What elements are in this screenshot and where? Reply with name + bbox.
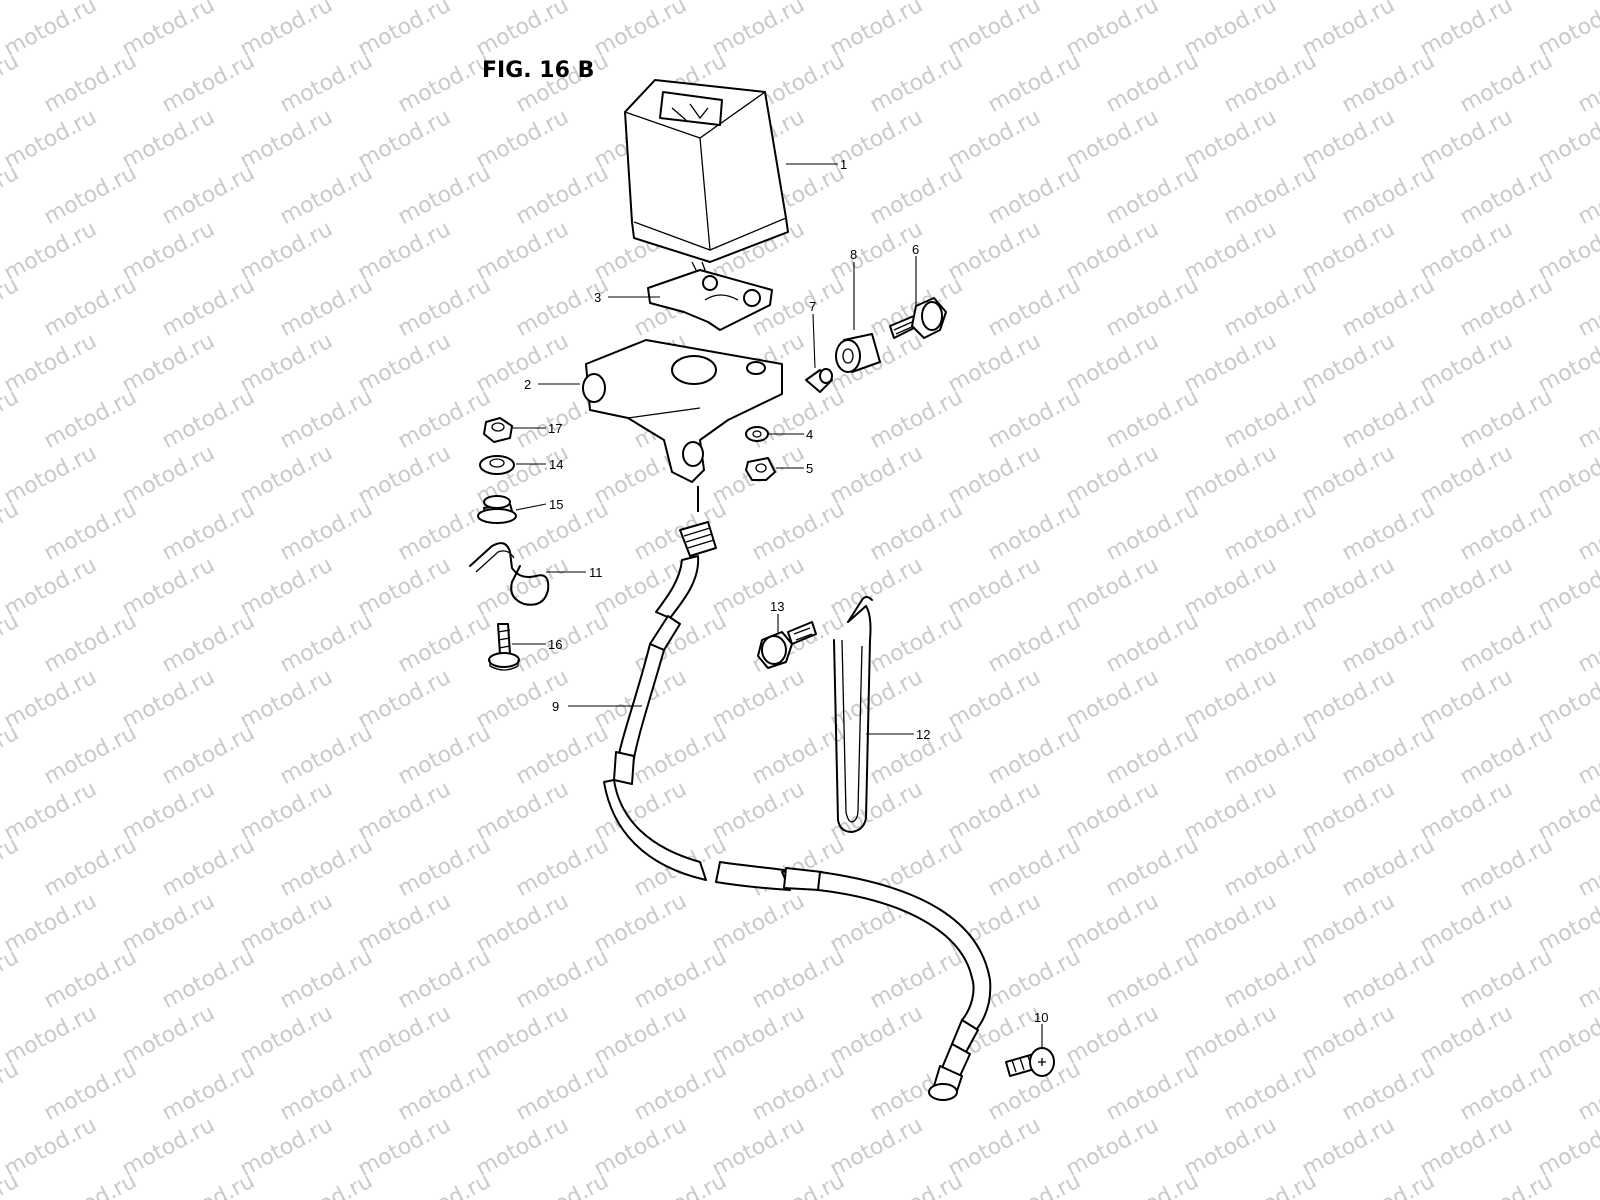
callout-8: 8 — [850, 247, 857, 262]
part-12-wire-clamp[interactable] — [833, 596, 873, 833]
callout-12: 12 — [916, 727, 930, 742]
callout-16: 16 — [548, 637, 562, 652]
part-5-nut[interactable] — [745, 457, 776, 481]
callout-4: 4 — [806, 427, 813, 442]
part-10-screw[interactable] — [1005, 1047, 1055, 1077]
callout-3: 3 — [594, 290, 601, 305]
part-15-collar[interactable] — [477, 495, 517, 524]
callout-14: 14 — [549, 457, 563, 472]
callout-1: 1 — [840, 157, 847, 172]
part-14-washer[interactable] — [479, 455, 515, 475]
part-17-nut[interactable] — [483, 417, 513, 443]
callout-9: 9 — [552, 699, 559, 714]
callout-5: 5 — [806, 461, 813, 476]
part-3-plate[interactable] — [647, 269, 773, 331]
part-1-regulator-box[interactable] — [624, 79, 789, 279]
part-11-clip[interactable] — [469, 542, 550, 606]
callout-7: 7 — [809, 299, 816, 314]
part-16-screw[interactable] — [488, 623, 520, 671]
part-9-cable[interactable] — [603, 486, 992, 1101]
callout-6: 6 — [912, 242, 919, 257]
callout-11: 11 — [589, 565, 603, 580]
part-8-grommet[interactable] — [835, 333, 881, 373]
part-2-bracket[interactable] — [582, 339, 783, 483]
callout-labels: 1 2 3 4 5 6 7 8 9 10 11 12 13 14 15 16 1… — [524, 157, 1048, 1025]
leader-lines — [512, 163, 1043, 1048]
callout-2: 2 — [524, 377, 531, 392]
callout-13: 13 — [770, 599, 784, 614]
callout-17: 17 — [548, 421, 562, 436]
part-4-washer[interactable] — [745, 426, 769, 442]
part-13-bolt[interactable] — [757, 621, 817, 669]
figure-title: FIG. 16 B — [482, 58, 595, 83]
part-6-bolt[interactable] — [889, 297, 947, 339]
part-7-collar[interactable] — [805, 368, 833, 393]
callout-15: 15 — [549, 497, 563, 512]
callout-10: 10 — [1034, 1010, 1048, 1025]
